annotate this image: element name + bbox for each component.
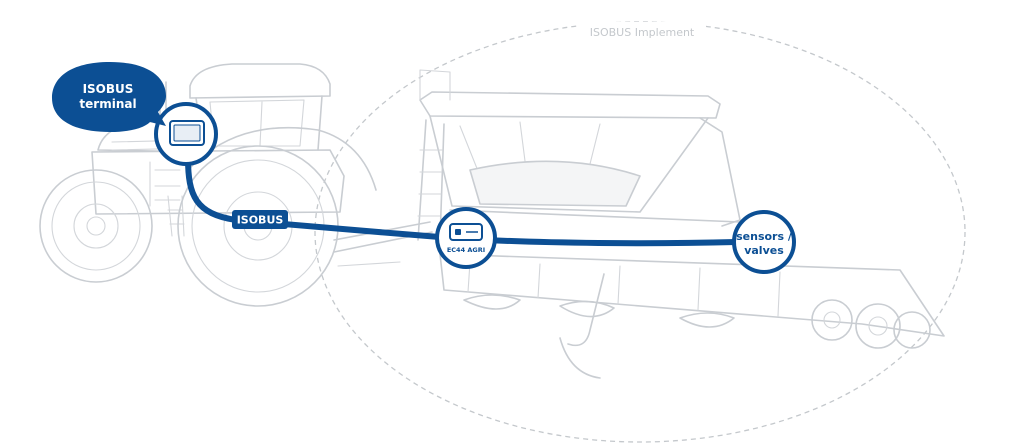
terminal-node: [154, 102, 218, 166]
isobus-bus-label: ISOBUS: [232, 210, 288, 229]
terminal-callout-line2: terminal: [79, 97, 136, 111]
sensors-valves-node: sensors / valves: [732, 210, 796, 274]
implement-region-label-backdrop: [578, 22, 706, 40]
svg-text:ISOBUS: ISOBUS: [237, 214, 284, 227]
sensors-node-line1: sensors /: [736, 230, 793, 243]
implement-region-label: ISOBUS Implement: [590, 26, 695, 39]
ecu-label: EC44 AGRI: [447, 246, 485, 254]
sensors-node-line2: valves: [744, 244, 784, 257]
ecu-node: EC44 AGRI: [435, 207, 497, 269]
implement-region-outline: [314, 21, 966, 443]
terminal-callout-line1: ISOBUS: [83, 82, 134, 96]
isobus-cable: [185, 155, 739, 247]
implement-illustration: [417, 69, 945, 379]
terminal-callout: ISOBUS terminal: [52, 62, 166, 132]
